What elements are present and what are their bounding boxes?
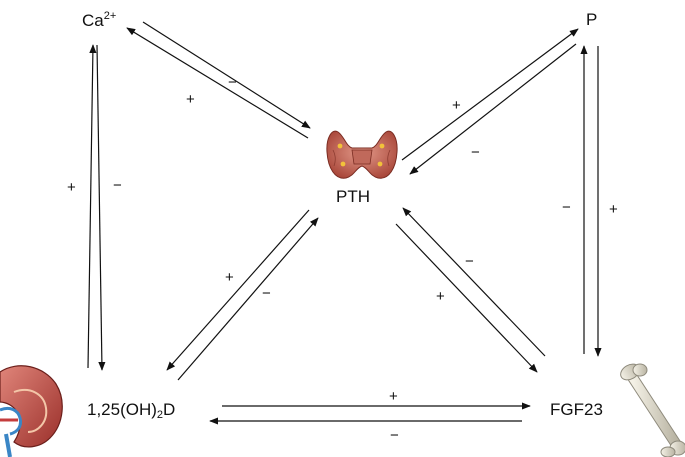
vitamin-d-subscript: 2 (156, 409, 164, 421)
sign-ca-vitd-right: − (113, 177, 122, 194)
fgf23-label: FGF23 (550, 400, 603, 419)
arrow-vitd-to-calcium (87, 44, 97, 369)
bone-icon (620, 363, 685, 457)
vitamin-d-suffix: D (163, 400, 176, 419)
sign-vitd-pth-right: − (262, 285, 271, 302)
kidney-icon (0, 365, 63, 457)
arrow-fgf23-to-pth (402, 207, 546, 357)
sign-ca-pth-bottom: + (186, 91, 195, 108)
sign-vitd-pth-left: + (225, 269, 234, 286)
sign-vitd-fgf-bottom: − (390, 427, 399, 444)
sign-p-pth-bottom: − (471, 144, 480, 161)
sign-p-fgf-right: + (609, 201, 618, 218)
sign-ca-pth-top: − (228, 74, 237, 91)
phosphate-label: P (586, 10, 598, 29)
thyroid-gland-icon (326, 130, 398, 179)
arrow-calcium-to-pth (142, 21, 311, 129)
vitamin-d-prefix: 1,25(OH) (87, 400, 157, 419)
arrow-phosphate-to-pth (409, 43, 577, 175)
arrow-pth-to-phosphate (401, 28, 579, 161)
arrow-pth-to-calcium (126, 27, 309, 139)
sign-fgf-pth-bottom: + (436, 288, 445, 305)
calcium-base: Ca (82, 11, 104, 30)
sign-fgf-pth-top: − (465, 253, 474, 270)
calcium-label: Ca2+ (82, 10, 116, 31)
arrow-pth-to-vitd (166, 209, 310, 371)
sign-p-fgf-left: − (562, 199, 571, 216)
arrow-pth-to-fgf23 (395, 223, 538, 373)
arrow-vitd-to-pth (177, 217, 319, 381)
calcium-charge: 2+ (103, 10, 117, 22)
sign-ca-vitd-left: + (67, 179, 76, 196)
vitamin-d-label: 1,25(OH)2D (87, 400, 175, 421)
sign-vitd-fgf-top: + (389, 388, 398, 405)
pth-label: PTH (336, 187, 370, 206)
sign-p-pth-top: + (452, 97, 461, 114)
arrow-calcium-to-vitd (96, 44, 106, 371)
